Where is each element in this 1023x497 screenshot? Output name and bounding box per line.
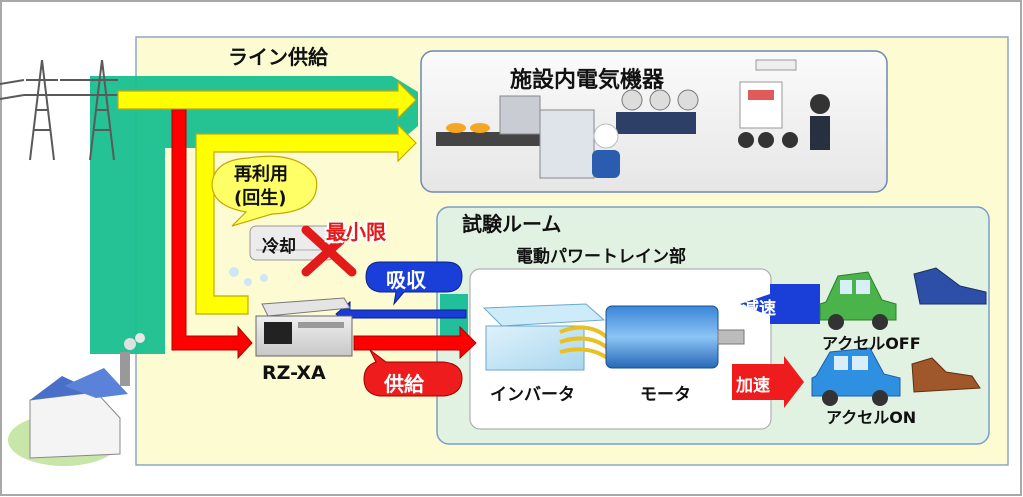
inverter-label: インバータ (490, 385, 575, 405)
accel-arrow-body (732, 364, 784, 400)
decel-label: 減速 (742, 299, 776, 319)
shoe-off-icon (913, 267, 987, 305)
reuse-label: 再利用 (234, 164, 288, 185)
accel-off-label: アクセルOFF (822, 334, 921, 353)
absorb-badge (365, 261, 463, 306)
blue-car-icon (811, 347, 901, 406)
powertrain-label: 電動パワートレイン部 (516, 247, 686, 267)
device-label: RZ-XA (262, 362, 326, 384)
production-line-icon (436, 89, 699, 179)
reuse-callout (211, 155, 318, 227)
supply-badge (363, 349, 463, 397)
motor-icon (605, 305, 745, 369)
power-tower-icon (0, 59, 120, 161)
minimum-label: 最小限 (326, 220, 386, 244)
test-room-label: 試験ルーム (462, 212, 562, 236)
factory-icon (8, 333, 145, 466)
inverter-icon (482, 303, 606, 371)
presentation-icon (738, 59, 830, 150)
accel-label: 加速 (736, 376, 770, 396)
line-supply-label: ライン供給 (228, 45, 328, 69)
yellow-arrows (117, 80, 417, 315)
reuse-regen-label: (回生) (234, 188, 287, 209)
facility-equipment-label: 施設内電気機器 (510, 68, 665, 93)
worker-icon (592, 123, 620, 178)
shoe-on-icon (911, 357, 981, 393)
power-unit-icon (255, 297, 353, 357)
supply-label: 供給 (384, 372, 424, 396)
decel-arrow-body (770, 284, 820, 324)
red-to-inverter-arrow (353, 325, 477, 360)
accel-arrow-head (784, 356, 804, 408)
red-supply-arrow (171, 109, 253, 360)
accel-on-label: アクセルON (826, 408, 917, 427)
motor-label: モータ (640, 385, 691, 405)
cross-mark-icon (301, 225, 357, 277)
green-car-icon (819, 271, 897, 330)
cooling-label: 冷却 (262, 237, 296, 257)
absorb-label: 吸収 (386, 268, 426, 292)
